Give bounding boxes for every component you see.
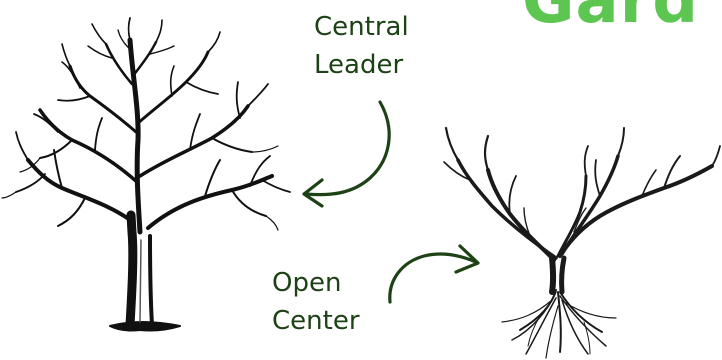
central-leader-tree-illustration <box>1 17 291 332</box>
central-leader-curved-arrow-icon <box>302 100 391 208</box>
open-center-curved-arrow-icon <box>388 244 480 304</box>
central-leader-label: Central Leader <box>314 8 409 84</box>
open-center-label-line1: Open <box>272 268 342 298</box>
open-center-label: Open Center <box>272 264 360 340</box>
central-leader-label-line2: Leader <box>314 50 404 80</box>
page-heading-fragment: Gard <box>522 0 700 38</box>
open-center-label-line2: Center <box>272 306 360 336</box>
open-center-tree-illustration <box>443 126 721 359</box>
central-leader-label-line1: Central <box>314 12 409 42</box>
